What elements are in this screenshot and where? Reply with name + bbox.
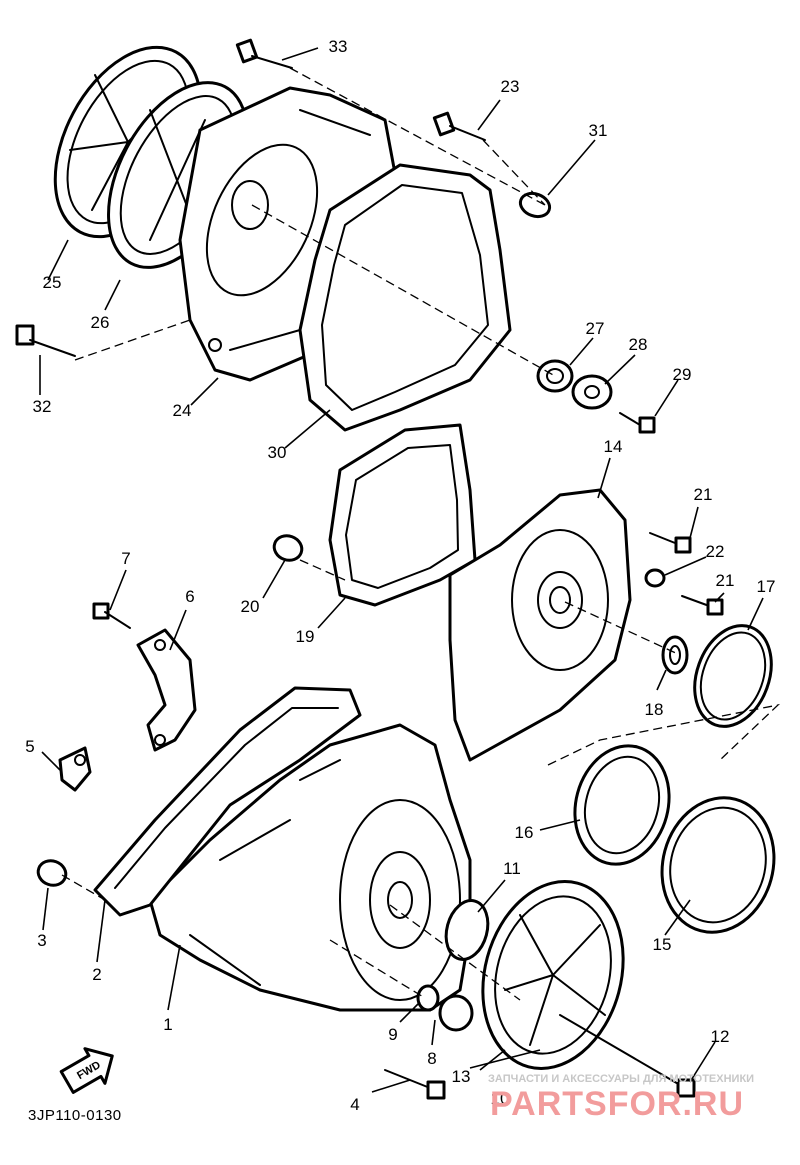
callout-31: 31: [589, 121, 608, 140]
callout-9: 9: [388, 1025, 397, 1044]
part-31-dowel-pin: [518, 191, 552, 219]
watermark-brand: PARTSFOR.RU: [490, 1085, 744, 1123]
part-14-cover: [448, 488, 632, 762]
part-18-oil-seal: [661, 635, 689, 675]
callout-7: 7: [121, 549, 130, 568]
callout-32: 32: [33, 397, 52, 416]
callout-18: 18: [645, 700, 664, 719]
part-2-gasket: [93, 686, 362, 917]
callout-12: 12: [711, 1027, 730, 1046]
callout-16: 16: [515, 823, 534, 842]
callout-3: 3: [37, 931, 46, 950]
part-3-dowel-pin: [36, 859, 68, 887]
part-5-clamp: [58, 746, 92, 792]
callout-23: 23: [501, 77, 520, 96]
callout-29: 29: [673, 365, 692, 384]
callout-8: 8: [427, 1049, 436, 1068]
callout-28: 28: [629, 335, 648, 354]
part-4-bolt: [384, 1069, 446, 1100]
part-12-screw: [559, 1014, 696, 1098]
part-32-bolt: [15, 324, 76, 357]
part-17-circlip: [693, 624, 773, 728]
part-7-screw: [92, 602, 131, 629]
part-11-o-ring: [444, 899, 490, 961]
callout-17: 17: [757, 577, 776, 596]
part-28-collar: [571, 374, 613, 410]
part-22-o-ring: [644, 568, 666, 588]
callout-11: 11: [503, 859, 521, 878]
leader-lines: [39, 47, 764, 1093]
part-20-dowel-pin: [272, 534, 304, 562]
callout-10: 10: [491, 1089, 510, 1108]
callout-15: 15: [653, 935, 672, 954]
callout-labels: 1 2 3 4 5 6 7 8 9 10 11 12 13 14 15 16 1…: [25, 37, 775, 1114]
callout-5: 5: [25, 737, 34, 756]
callout-19: 19: [296, 627, 315, 646]
alignment-lines: [61, 67, 781, 1001]
drawing-code: 3JP110-0130: [28, 1107, 122, 1124]
part-27-bushing: [536, 359, 574, 393]
part-16-seal: [573, 744, 671, 866]
callout-13: 13: [452, 1067, 471, 1086]
callout-21-lower: 21: [716, 571, 735, 590]
callout-26: 26: [91, 313, 110, 332]
part-30-gasket: [298, 163, 512, 432]
callout-1: 1: [163, 1015, 172, 1034]
callout-33: 33: [329, 37, 348, 56]
callout-22: 22: [706, 542, 725, 561]
callout-14: 14: [604, 437, 623, 456]
part-33-bolt: [235, 38, 293, 69]
callout-20: 20: [241, 597, 260, 616]
forward-direction-marker: FWD: [59, 1047, 114, 1094]
part-21-bolt-lower: [681, 595, 724, 616]
part-8-plug: [438, 994, 474, 1032]
part-9-o-ring: [416, 984, 440, 1012]
callout-21-upper: 21: [694, 485, 713, 504]
part-15-cap: [660, 796, 776, 934]
part-21-bolt-upper: [649, 532, 692, 554]
callout-27: 27: [586, 319, 605, 338]
part-6-bracket: [136, 628, 197, 752]
callout-24: 24: [173, 401, 192, 420]
callout-4: 4: [350, 1095, 359, 1114]
part-29-screw: [619, 412, 656, 434]
part-23-bolt: [432, 111, 486, 141]
part-1-crankcase-cover: [148, 723, 472, 1012]
callout-2: 2: [92, 965, 101, 984]
callout-30: 30: [268, 443, 287, 462]
callout-6: 6: [185, 587, 194, 606]
callout-25: 25: [43, 273, 62, 292]
watermark-tagline: ЗАПЧАСТИ И АКСЕССУАРЫ ДЛЯ МОТОТЕХНИКИ: [488, 1073, 754, 1085]
forward-arrow-icon: [59, 1047, 114, 1094]
